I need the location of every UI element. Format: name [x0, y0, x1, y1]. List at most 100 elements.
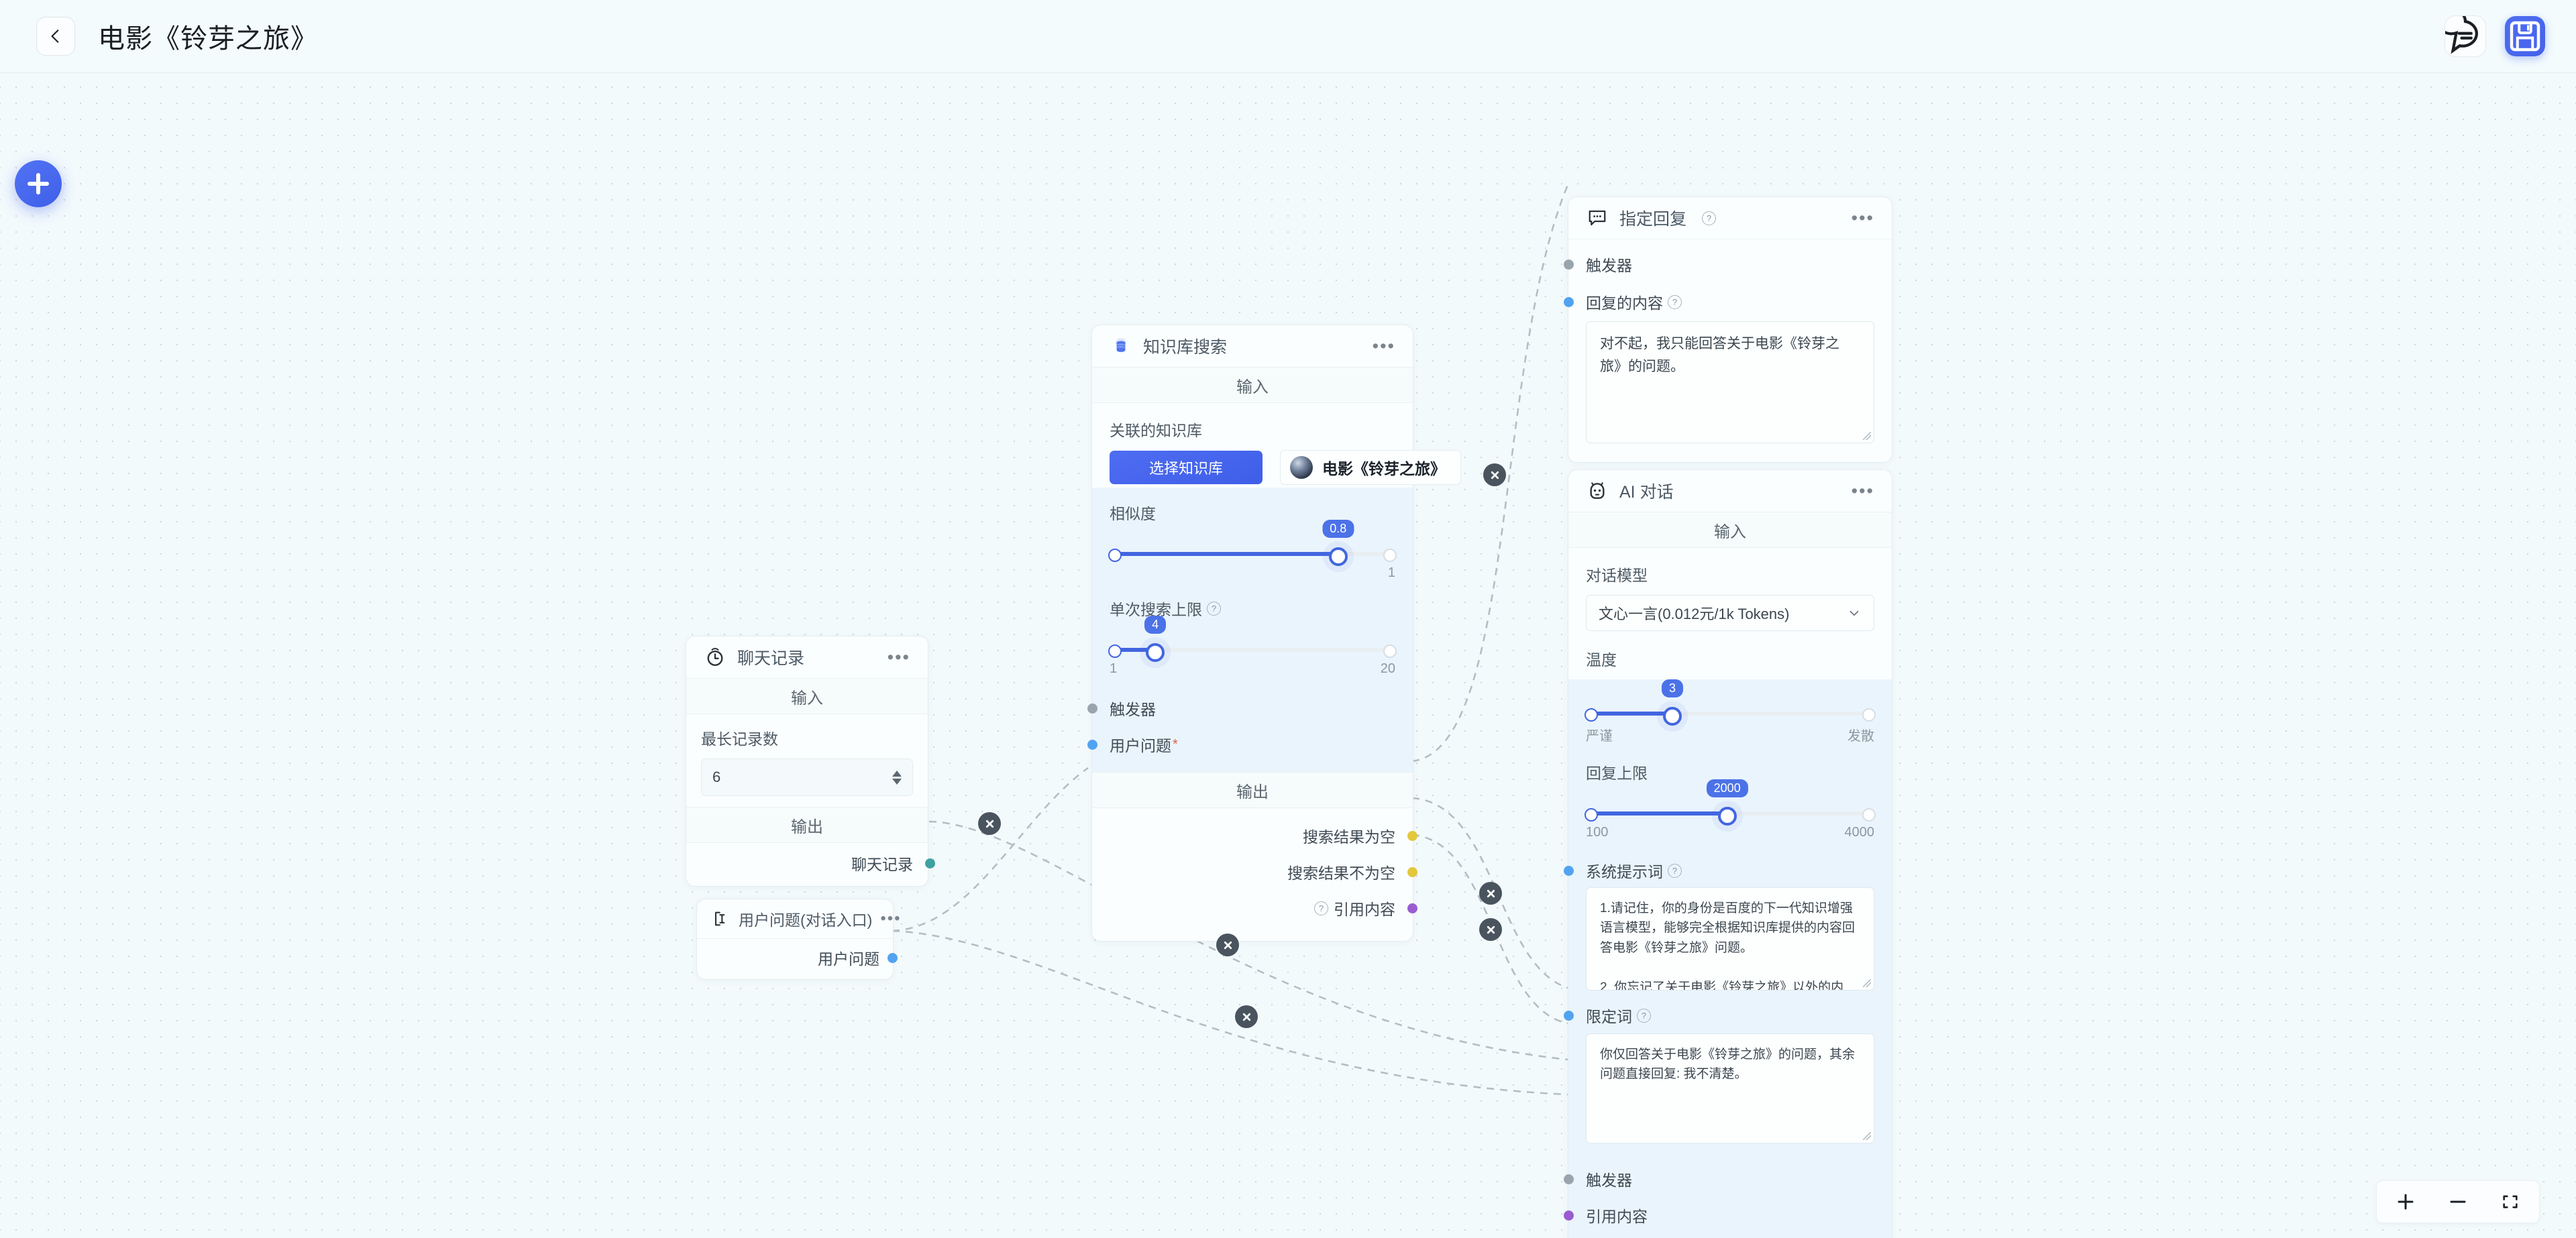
scale-min: 严谨: [1586, 729, 1613, 744]
port-quote-content[interactable]: ? 引用内容: [1110, 890, 1417, 926]
help-icon[interactable]: ?: [1668, 294, 1682, 309]
flow-canvas[interactable]: 指定回复 ? ••• 触发器 回复的内容 ? 对不起，我只能回答关于电影《铃芽之…: [0, 72, 2576, 1238]
help-icon[interactable]: ?: [1668, 863, 1682, 878]
limit-slider[interactable]: 4: [1108, 616, 1397, 662]
limit-word-textarea[interactable]: 你仅回答关于电影《铃芽之旅》的问题，其余问题直接回复: 我不清楚。: [1586, 1033, 1874, 1143]
node-header[interactable]: 聊天记录 •••: [686, 636, 928, 678]
edge-delete-button[interactable]: [978, 812, 1001, 835]
port-dot[interactable]: [1407, 903, 1417, 913]
port-dot[interactable]: [1564, 296, 1574, 307]
port-system-prompt[interactable]: 系统提示词 ?: [1564, 854, 1874, 887]
port-dot[interactable]: [1087, 703, 1097, 714]
system-prompt-textarea[interactable]: 1.请记住，你的身份是百度的下一代知识增强语言模型，能够完全根据知识库提供的内容…: [1586, 887, 1874, 991]
help-icon[interactable]: ?: [1637, 1008, 1651, 1023]
port-user-question[interactable]: 用户问题*: [1087, 726, 1395, 763]
stepper-down-icon[interactable]: [892, 778, 902, 785]
model-select[interactable]: 文心一言(0.012元/1k Tokens): [1586, 595, 1874, 631]
port-result-empty[interactable]: 搜索结果为空: [1110, 818, 1417, 854]
chevron-down-icon: [1849, 610, 1859, 616]
port-label: 触发器: [1110, 701, 1156, 718]
node-menu-button[interactable]: •••: [1851, 481, 1874, 501]
similarity-slider[interactable]: 0.8: [1108, 520, 1397, 566]
port-dot[interactable]: [1407, 830, 1417, 841]
help-icon[interactable]: ?: [1314, 901, 1328, 915]
reply-limit-scale: 100 4000: [1586, 825, 1874, 840]
select-kb-button[interactable]: 选择知识库: [1110, 451, 1263, 484]
port-dot[interactable]: [1564, 865, 1574, 876]
comment-button[interactable]: [2445, 15, 2486, 57]
port-dot[interactable]: [1564, 1210, 1574, 1221]
back-button[interactable]: [36, 17, 75, 56]
slider-knob[interactable]: [1663, 707, 1682, 726]
reply-limit-slider[interactable]: 2000: [1585, 779, 1876, 826]
node-menu-button[interactable]: •••: [1372, 336, 1395, 356]
port-chat-log-out[interactable]: 聊天记录: [701, 848, 935, 878]
node-menu-button[interactable]: •••: [880, 909, 902, 927]
zoom-out-button[interactable]: [2447, 1190, 2469, 1213]
max-records-stepper[interactable]: 6: [701, 758, 913, 796]
clock-icon: [704, 646, 727, 669]
node-menu-button[interactable]: •••: [1851, 208, 1874, 228]
temperature-slider[interactable]: 3: [1585, 679, 1876, 726]
port-label: 系统提示词: [1586, 863, 1663, 881]
port-dot[interactable]: [1564, 1174, 1574, 1184]
slider-knob[interactable]: [1146, 643, 1165, 662]
edge-delete-button[interactable]: [1483, 463, 1506, 486]
node-header[interactable]: 用户问题(对话入口) •••: [697, 899, 900, 938]
port-trigger[interactable]: 触发器: [1564, 246, 1874, 282]
slider-max-dot: [1862, 708, 1876, 722]
node-user-question[interactable]: 用户问题(对话入口) ••• 用户问题: [696, 899, 900, 980]
port-dot[interactable]: [1564, 259, 1574, 270]
node-ai-chat[interactable]: AI 对话 ••• 输入 对话模型 文心一言(0.012元/1k Tokens)…: [1564, 469, 1892, 1238]
port-dot[interactable]: [1087, 739, 1097, 750]
selected-kb-chip[interactable]: 电影《铃芽之旅》: [1280, 450, 1461, 485]
slider-knob[interactable]: [1328, 547, 1348, 566]
reply-content-textarea[interactable]: 对不起，我只能回答关于电影《铃芽之旅》的问题。: [1586, 321, 1874, 443]
port-trigger[interactable]: 触发器: [1087, 690, 1395, 726]
port-limit-word[interactable]: 限定词 ?: [1564, 997, 1874, 1033]
edge-delete-button[interactable]: [1216, 934, 1239, 956]
zoom-toolbar: [2376, 1180, 2540, 1223]
slider-knob[interactable]: [1717, 807, 1737, 826]
port-dot[interactable]: [1407, 866, 1417, 877]
port-reply-content[interactable]: 回复的内容 ?: [1564, 282, 1874, 321]
help-icon[interactable]: ?: [1702, 211, 1717, 225]
temperature-field: 温度: [1568, 636, 1892, 670]
port-quote-content[interactable]: 引用内容: [1564, 1197, 1874, 1233]
save-button[interactable]: [2505, 16, 2545, 56]
stepper-arrows[interactable]: [892, 770, 902, 785]
port-user-question-out[interactable]: 用户问题: [710, 943, 898, 972]
kb-thumbnail: [1290, 456, 1313, 479]
port-dot[interactable]: [1564, 1010, 1574, 1021]
help-icon[interactable]: ?: [1207, 601, 1221, 616]
fit-screen-button[interactable]: [2499, 1190, 2522, 1213]
slider-max-dot: [1862, 808, 1876, 822]
ai-input-ports: 触发器 引用内容 聊天记录 用户问题*: [1564, 1156, 1892, 1238]
stepper-up-icon[interactable]: [892, 770, 902, 777]
node-title: 知识库搜索: [1143, 338, 1228, 357]
edge-delete-button[interactable]: [1479, 918, 1502, 941]
node-kb-search[interactable]: 知识库搜索 ••• 输入 关联的知识库 选择知识库 电影《铃芽之旅》 相似度: [1087, 325, 1461, 942]
node-header[interactable]: 知识库搜索 •••: [1092, 325, 1413, 367]
port-label: 用户问题: [1110, 737, 1171, 754]
port-dot[interactable]: [925, 858, 935, 868]
edge-delete-button[interactable]: [1235, 1005, 1258, 1028]
port-trigger[interactable]: 触发器: [1564, 1161, 1874, 1197]
edge-delete-button[interactable]: [1479, 882, 1502, 905]
zoom-in-button[interactable]: [2394, 1190, 2417, 1213]
node-title: 指定回复: [1619, 210, 1687, 229]
slider-min-dot: [1585, 808, 1598, 822]
node-header[interactable]: 指定回复 ? •••: [1568, 197, 1892, 239]
node-header[interactable]: AI 对话 •••: [1568, 470, 1892, 512]
port-chat-log[interactable]: 聊天记录: [1586, 1233, 1874, 1238]
port-dot[interactable]: [888, 952, 898, 963]
slider-min-dot: [1585, 708, 1598, 722]
add-node-button[interactable]: [15, 160, 62, 207]
node-specified-reply[interactable]: 指定回复 ? ••• 触发器 回复的内容 ? 对不起，我只能回答关于电影《铃芽之…: [1564, 196, 1892, 463]
limit-label-text: 单次搜索上限: [1110, 601, 1202, 618]
port-label: 触发器: [1586, 1172, 1632, 1189]
node-chat-log[interactable]: 聊天记录 ••• 输入 最长记录数 6 输出 聊天记录: [686, 636, 935, 887]
port-result-not-empty[interactable]: 搜索结果不为空: [1110, 854, 1417, 890]
port-label: 触发器: [1586, 257, 1632, 274]
node-menu-button[interactable]: •••: [887, 647, 910, 667]
